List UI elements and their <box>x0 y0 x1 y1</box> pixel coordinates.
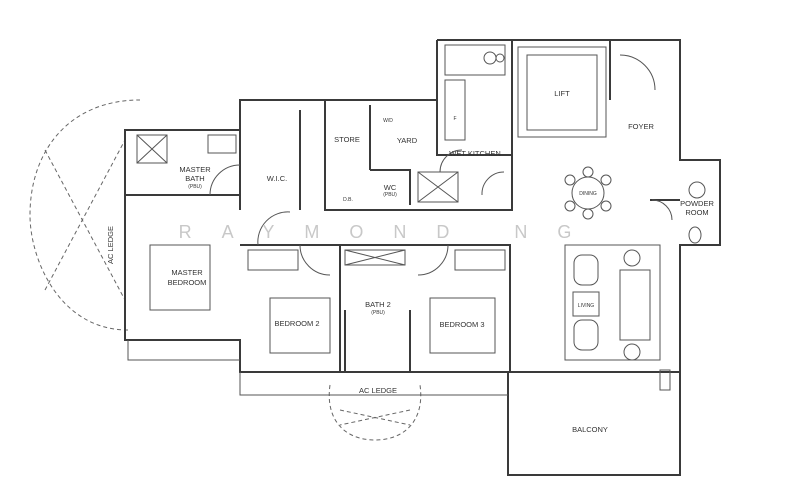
label-lift: LIFT <box>554 89 570 98</box>
label-foyer: FOYER <box>628 122 654 131</box>
label-powder-room: POWDER <box>680 199 714 208</box>
room-labels: MASTER BATH (PBU) W.I.C. STORE W/D YARD … <box>106 89 714 434</box>
label-fridge: F <box>453 116 456 122</box>
ac-ledge-outline-left <box>29 99 141 331</box>
label-balcony: BALCONY <box>572 425 608 434</box>
walls <box>124 39 721 476</box>
label-ac-ledge-left: AC LEDGE <box>106 226 115 264</box>
fixtures <box>136 44 706 391</box>
label-wc-note: (PBU) <box>383 192 397 198</box>
label-master-bedroom: MASTER <box>171 268 203 277</box>
label-wet-kitchen: WET KITCHEN <box>449 149 501 158</box>
label-bath-2: BATH 2 <box>365 300 391 309</box>
label-bedroom-3: BEDROOM 3 <box>439 320 484 329</box>
label-master-bath-2: BATH <box>185 174 204 183</box>
ac-ledge-outline-bottom <box>328 384 422 441</box>
label-master-bath: MASTER <box>179 165 211 174</box>
label-dining: DINING <box>579 191 597 197</box>
label-living: LIVING <box>578 303 595 309</box>
label-master-bath-note: (PBU) <box>188 184 202 190</box>
label-ac-ledge-bottom: AC LEDGE <box>359 386 397 395</box>
label-db: D.B. <box>343 197 353 203</box>
label-wic: W.I.C. <box>267 174 287 183</box>
label-bath-2-note: (PBU) <box>371 310 385 316</box>
label-store: STORE <box>334 135 360 144</box>
label-wc: WC <box>384 183 397 192</box>
label-yard: YARD <box>397 136 418 145</box>
label-powder-room-2: ROOM <box>685 208 708 217</box>
label-bedroom-2: BEDROOM 2 <box>274 319 319 328</box>
watermark: RAYMOND NG <box>179 222 602 242</box>
label-wd: W/D <box>383 118 393 124</box>
label-master-bedroom-2: BEDROOM <box>168 278 207 287</box>
